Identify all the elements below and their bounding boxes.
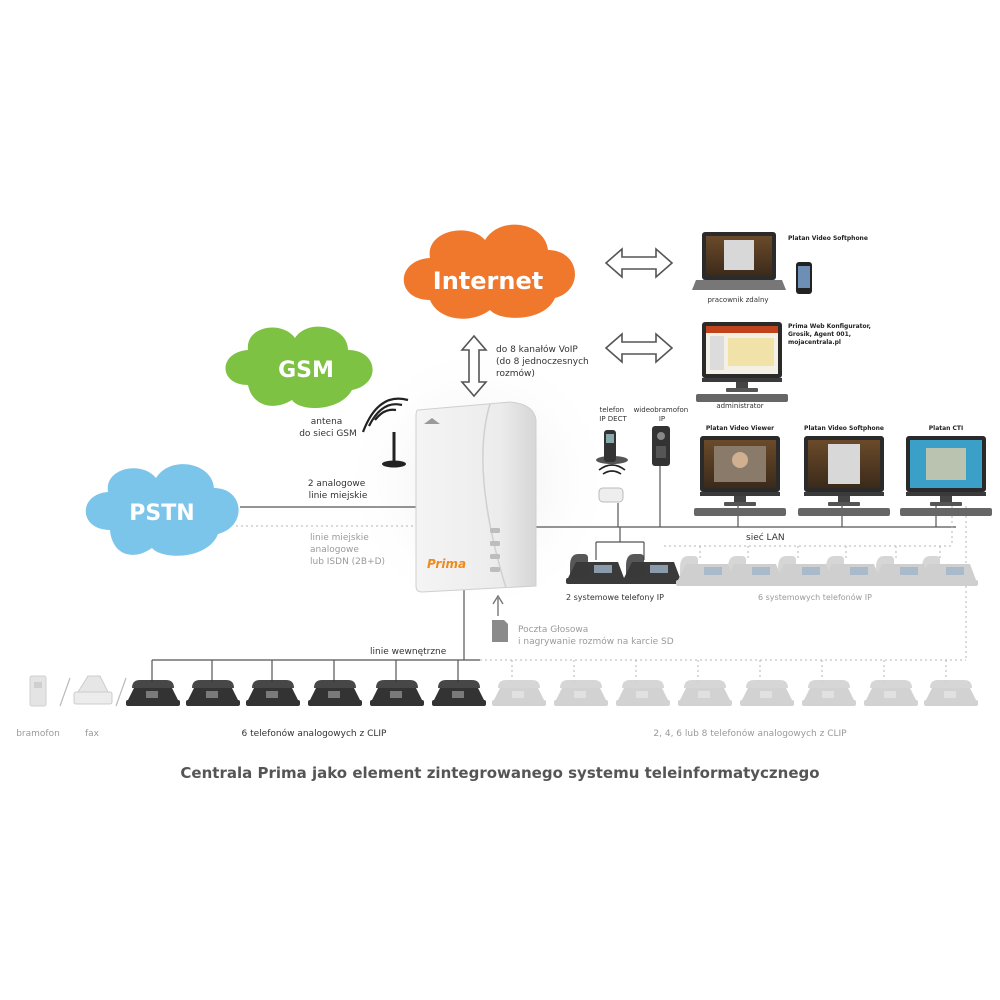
sys-phones-6-label: 6 systemowych telefonów IP [758,592,872,602]
admin-label: administrator [716,402,763,410]
analog-phone-icon [924,680,978,706]
internet-cloud-label: Internet [433,267,543,295]
dect-label: telefon IP DECT [599,406,627,423]
remote-worker-label: pracownik zdalny [707,296,768,304]
voicemail-label: Poczta Głosowa i nagrywanie rozmów na ka… [518,625,674,647]
analog-phone-icon [186,680,240,706]
analog-phone-icon [616,680,670,706]
gsm-cloud: GSM [226,327,373,408]
prima-brand-label: Prima [427,557,466,571]
doorphone-icon [30,676,46,706]
status-led [490,554,500,559]
analog-phone-icon [370,680,424,706]
video-softphone-computer-icon [798,436,890,516]
gsm-cloud-label: GSM [278,358,334,383]
analog-phone-icon [678,680,732,706]
sys-phones-2-label: 2 systemowe telefony IP [566,593,664,602]
status-led [490,567,500,572]
analog-phone-icon [740,680,794,706]
analog-6-label: 6 telefonów analogowych z CLIP [242,728,387,739]
internet-cloud: Internet [404,225,575,319]
analog-phone-icon [126,680,180,706]
analog-phones-faded [492,680,978,706]
ip-phones-solid [566,554,682,584]
ip-phone-icon [918,556,978,586]
video-doorphone-icon [652,426,670,466]
analog-phone-icon [864,680,918,706]
analog-phone-icon [246,680,300,706]
video-viewer-computer-icon [694,436,786,516]
arrow-admin [606,334,672,362]
arrow-remote-worker [606,249,672,277]
analog-more-label: 2, 4, 6 lub 8 telefonów analogowych z CL… [653,728,847,739]
diagram-caption: Centrala Prima jako element zintegrowane… [180,764,819,782]
cti-computer-icon [900,436,992,516]
lan-label: sieć LAN [746,532,785,543]
status-led [490,541,500,546]
fax-label: fax [85,729,100,739]
analog-phone-icon [802,680,856,706]
admin-computer-icon [696,322,788,402]
analog-phone-icon [432,680,486,706]
softphone-top-label: Platan Video Softphone [788,235,868,242]
web-config-label: Prima Web Konfigurator, Grosik, Agent 00… [788,323,873,346]
prima-pbx-unit: Prima [416,402,536,592]
doorphone-label: bramofon [16,729,60,739]
analog-phone-icon [554,680,608,706]
ip-phone-icon [622,554,682,584]
internal-lines-label: linie wewnętrzne [370,647,447,657]
analog-phone-icon [492,680,546,706]
smartphone-icon [796,262,812,294]
analog-phone-icon [308,680,362,706]
cti-label: Platan CTI [929,425,964,432]
status-led [490,528,500,533]
separator-slash [60,678,70,706]
separator-slash [116,678,126,706]
analog-phones-solid [126,680,486,706]
laptop-icon [692,232,786,290]
ip-phones-faded [676,556,978,586]
pstn-cloud-label: PSTN [129,501,194,526]
fax-icon [74,676,112,704]
pstn-cloud: PSTN [86,464,239,556]
videodoor-label: wideobramofon IP [634,406,691,423]
video-viewer-label: Platan Video Viewer [706,425,774,432]
softphone-2-label: Platan Video Softphone [804,425,884,432]
